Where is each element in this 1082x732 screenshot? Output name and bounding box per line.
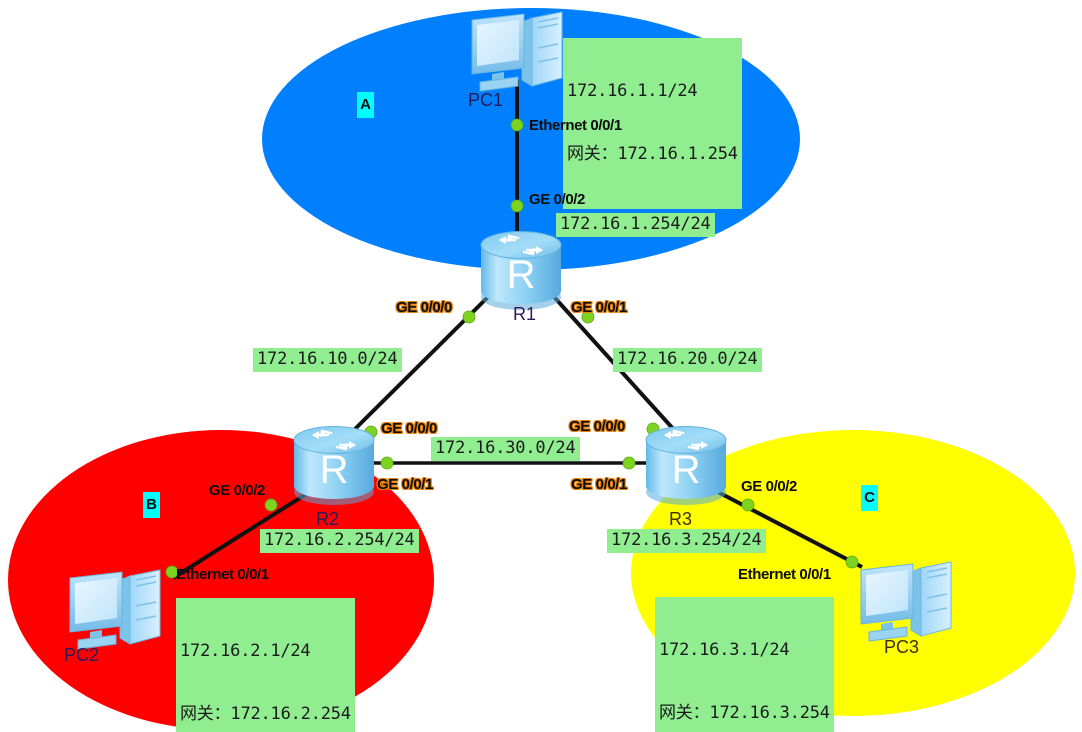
zone-tag-c: C [861,485,878,511]
dot-r1-ge002 [510,199,524,213]
dot-r2-ge002 [264,498,278,512]
device-label-r1: R1 [513,304,537,324]
iface-label-r1-ge002: GE 0/0/2 [529,191,586,208]
dot-r1-ge001 [581,310,595,324]
pc1-address-label: 172.16.1.1/24 网关：172.16.1.254 [563,38,742,209]
iface-label-r3-ge002: GE 0/0/2 [741,478,798,495]
device-r3-icon[interactable] [644,425,728,507]
dot-pc2-eth [165,565,179,579]
pc1-gateway-line: 网关：172.16.1.254 [567,144,738,165]
pc3-ip: 172.16.3.1/24 [659,640,790,660]
zone-tag-b: B [143,492,160,518]
pc3-gateway-prefix: 网关： [659,703,710,723]
device-label-r2: R2 [316,509,340,529]
link-r1-r3-subnet-label: 172.16.20.0/24 [613,348,762,372]
dot-r2-ge001 [380,456,394,470]
link-r1-r2-subnet-label: 172.16.10.0/24 [253,348,402,372]
pc2-gateway-line: 网关：172.16.2.254 [180,704,351,725]
device-r1-icon[interactable] [479,230,563,312]
device-label-pc3: PC3 [884,637,920,657]
pc3-address-label: 172.16.3.1/24 网关：172.16.3.254 [655,597,834,732]
pc1-gateway-value: 172.16.1.254 [617,144,738,164]
r1-lan-ip-label: 172.16.1.254/24 [556,213,715,237]
connector-dots [165,118,859,579]
pc2-gateway-value: 172.16.2.254 [230,704,351,724]
device-label-pc1: PC1 [468,90,504,110]
iface-label-r3-ge001: GE 0/0/1 [571,476,628,493]
pc2-gateway-prefix: 网关： [180,704,231,724]
iface-label-r2-ge002: GE 0/0/2 [209,482,266,499]
link-r2-r3-subnet-label: 172.16.30.0/24 [431,437,580,461]
iface-label-pc1-eth: Ethernet 0/0/1 [529,117,622,134]
dot-r3-ge002 [741,498,755,512]
iface-label-pc3-eth: Ethernet 0/0/1 [738,566,831,583]
dot-pc3-eth [845,555,859,569]
iface-label-r2-ge001: GE 0/0/1 [377,476,434,493]
pc3-gateway-line: 网关：172.16.3.254 [659,703,830,724]
pc1-ip: 172.16.1.1/24 [567,81,698,101]
iface-label-r1-ge001: GE 0/0/1 [571,299,628,316]
pc3-gateway-value: 172.16.3.254 [709,703,830,723]
iface-label-r1-ge000: GE 0/0/0 [396,299,453,316]
device-r2-icon[interactable] [292,425,376,507]
iface-label-pc2-eth: Ethernet 0/0/1 [176,566,269,583]
dot-pc1-eth [510,118,524,132]
dot-r1-ge000 [462,310,476,324]
pc2-ip: 172.16.2.1/24 [180,641,311,661]
r3-lan-ip-label: 172.16.3.254/24 [607,529,766,553]
pc2-address-label: 172.16.2.1/24 网关：172.16.2.254 [176,598,355,732]
dot-r3-ge001 [622,456,636,470]
device-label-pc2: PC2 [64,645,100,665]
pc1-gateway-prefix: 网关： [567,144,618,164]
iface-label-r3-ge000: GE 0/0/0 [569,418,626,435]
r2-lan-ip-label: 172.16.2.254/24 [260,529,419,553]
link-r1-r3 [544,286,678,434]
iface-label-r2-ge000: GE 0/0/0 [381,420,438,437]
device-label-r3: R3 [669,509,693,529]
zone-tag-a: A [357,92,374,118]
